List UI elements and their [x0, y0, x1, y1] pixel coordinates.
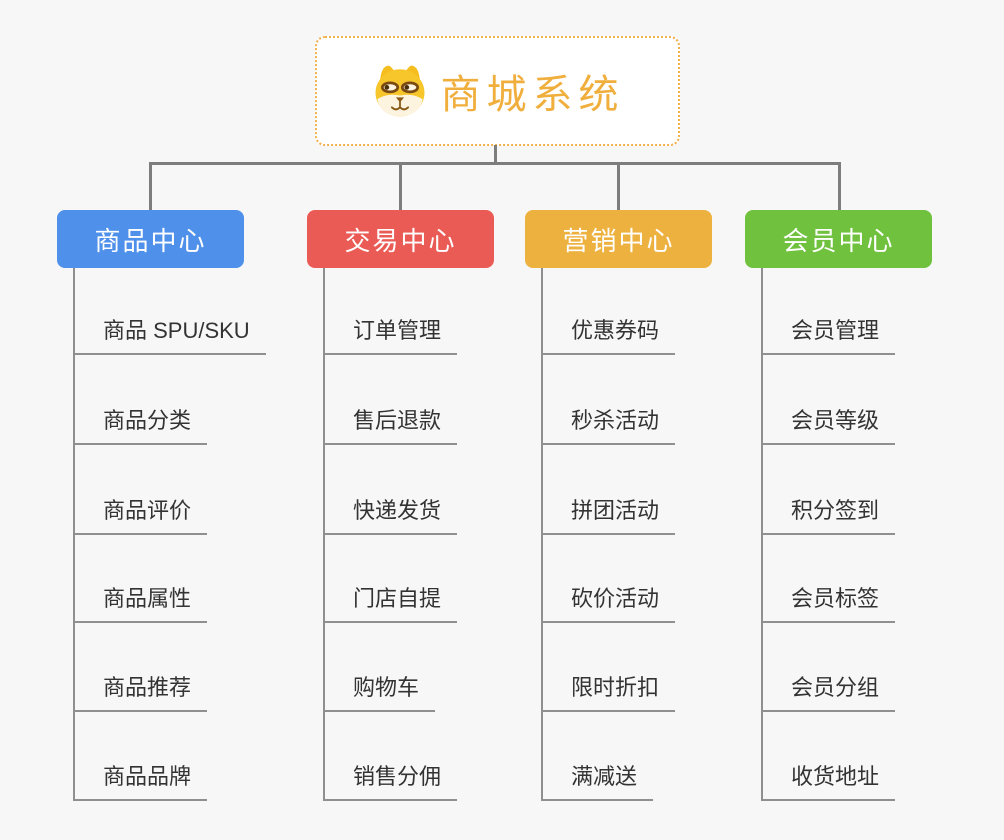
child-topic[interactable]: 会员标签 [761, 586, 896, 623]
child-topic[interactable]: 商品评价 [73, 498, 208, 535]
branch-header-member-center[interactable]: 会员中心 [745, 210, 932, 268]
connector-drop-trade [399, 162, 402, 210]
child-topic[interactable]: 收货地址 [761, 764, 896, 801]
child-topic[interactable]: 积分签到 [761, 498, 896, 535]
branch-trade-center: 交易中心 订单管理 售后退款 快递发货 门店自提 购物车 销售分佣 [307, 210, 567, 810]
connector-bus [149, 162, 841, 165]
branch-member-center: 会员中心 会员管理 会员等级 积分签到 会员标签 会员分组 收货地址 [745, 210, 1004, 810]
dog-face-icon [371, 62, 429, 120]
child-topic[interactable]: 砍价活动 [541, 586, 676, 623]
branch-label: 会员中心 [782, 225, 895, 256]
child-topic[interactable]: 售后退款 [323, 408, 458, 445]
root-topic[interactable]: 商城系统 [315, 36, 680, 146]
branch-label: 交易中心 [344, 225, 457, 256]
branch-label: 营销中心 [562, 225, 675, 256]
child-topic[interactable]: 会员等级 [761, 408, 896, 445]
child-topic[interactable]: 会员分组 [761, 675, 896, 712]
connector-drop-product [149, 162, 152, 210]
child-topic[interactable]: 商品属性 [73, 586, 208, 623]
child-topic[interactable]: 商品品牌 [73, 764, 208, 801]
branch-product-center: 商品中心 商品 SPU/SKU 商品分类 商品评价 商品属性 商品推荐 商品品牌 [57, 210, 317, 810]
child-topic[interactable]: 订单管理 [323, 318, 458, 355]
child-topic[interactable]: 门店自提 [323, 586, 458, 623]
child-topic[interactable]: 限时折扣 [541, 675, 676, 712]
child-topic[interactable]: 拼团活动 [541, 498, 676, 535]
branch-header-marketing-center[interactable]: 营销中心 [525, 210, 712, 268]
branch-header-trade-center[interactable]: 交易中心 [307, 210, 494, 268]
branch-marketing-center: 营销中心 优惠券码 秒杀活动 拼团活动 砍价活动 限时折扣 满减送 [525, 210, 785, 810]
child-topic[interactable]: 秒杀活动 [541, 408, 676, 445]
child-topic[interactable]: 优惠券码 [541, 318, 676, 355]
child-topic[interactable]: 会员管理 [761, 318, 896, 355]
child-topic[interactable]: 商品 SPU/SKU [73, 318, 266, 355]
connector-drop-member [838, 162, 841, 210]
connector-root-stem [494, 145, 497, 163]
child-topic[interactable]: 商品分类 [73, 408, 208, 445]
branch-label: 商品中心 [94, 225, 207, 256]
connector-drop-marketing [617, 162, 620, 210]
root-title: 商城系统 [440, 73, 625, 117]
child-topic[interactable]: 满减送 [541, 764, 654, 801]
child-topic[interactable]: 快递发货 [323, 498, 458, 535]
child-topic[interactable]: 销售分佣 [323, 764, 458, 801]
branch-header-product-center[interactable]: 商品中心 [57, 210, 244, 268]
child-topic[interactable]: 购物车 [323, 675, 436, 712]
child-topic[interactable]: 商品推荐 [73, 675, 208, 712]
